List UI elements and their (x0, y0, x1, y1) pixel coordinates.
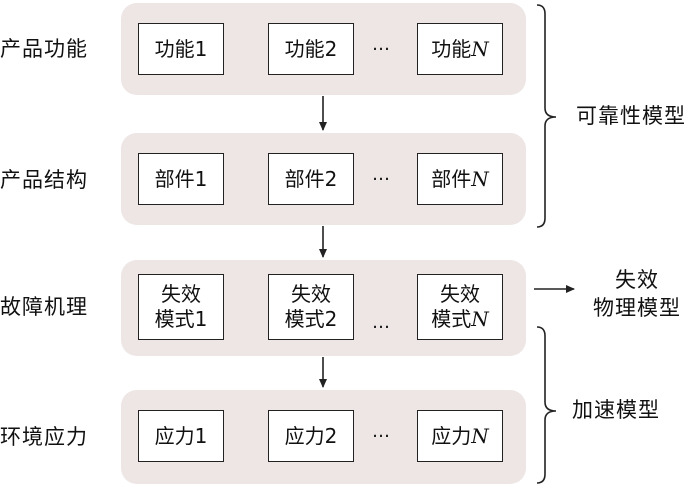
row-label-stress: 环境应力 (0, 425, 88, 449)
box-text: 部件1 (154, 166, 208, 191)
box-text: 部件2 (284, 166, 338, 191)
box-mode-2: 失效 模式2 (268, 274, 354, 340)
ellipsis: … (372, 421, 391, 442)
box-text-line2: 模式N (431, 307, 489, 331)
label-reliability-model: 可靠性模型 (576, 104, 686, 128)
label-acceleration-model: 加速模型 (572, 398, 660, 422)
ellipsis: … (372, 34, 391, 55)
box-text: 部件N (431, 166, 489, 191)
ellipsis: … (372, 312, 391, 333)
box-text: 应力2 (284, 423, 338, 448)
ellipsis: … (372, 164, 391, 185)
row-label-mechanism: 故障机理 (0, 295, 88, 319)
box-text: 功能2 (284, 36, 338, 61)
box-text-line2: 模式1 (154, 307, 208, 331)
box-function-1: 功能1 (138, 23, 224, 75)
box-part-n: 部件N (417, 153, 503, 205)
box-function-n: 功能N (417, 23, 503, 75)
panel-mechanism: 失效 模式1 失效 模式2 … 失效 模式N (121, 260, 526, 356)
label-failure-physics-line1: 失效 (615, 268, 659, 292)
box-part-2: 部件2 (268, 153, 354, 205)
box-part-1: 部件1 (138, 153, 224, 205)
row-label-structure: 产品结构 (0, 168, 88, 192)
box-text-line2: 模式2 (284, 307, 338, 331)
box-text: 应力1 (154, 423, 208, 448)
box-text: 功能N (431, 36, 489, 61)
box-text: 功能1 (154, 36, 208, 61)
box-text-line1: 失效 (291, 282, 331, 306)
panel-structure: 部件1 部件2 … 部件N (121, 133, 526, 225)
brace-reliability (536, 4, 557, 228)
label-failure-physics-model: 失效 物理模型 (578, 266, 696, 322)
label-failure-physics-line2: 物理模型 (593, 296, 681, 320)
brace-acceleration (536, 326, 557, 484)
box-stress-1: 应力1 (138, 410, 224, 462)
box-function-2: 功能2 (268, 23, 354, 75)
box-text-line1: 失效 (440, 282, 480, 306)
panel-stress: 应力1 应力2 … 应力N (121, 390, 526, 484)
panel-function: 功能1 功能2 … 功能N (121, 3, 526, 95)
row-label-function: 产品功能 (0, 37, 88, 61)
box-stress-2: 应力2 (268, 410, 354, 462)
box-mode-n: 失效 模式N (417, 274, 503, 340)
box-text-line1: 失效 (161, 282, 201, 306)
box-mode-1: 失效 模式1 (138, 274, 224, 340)
box-text: 应力N (431, 423, 489, 448)
box-stress-n: 应力N (417, 410, 503, 462)
